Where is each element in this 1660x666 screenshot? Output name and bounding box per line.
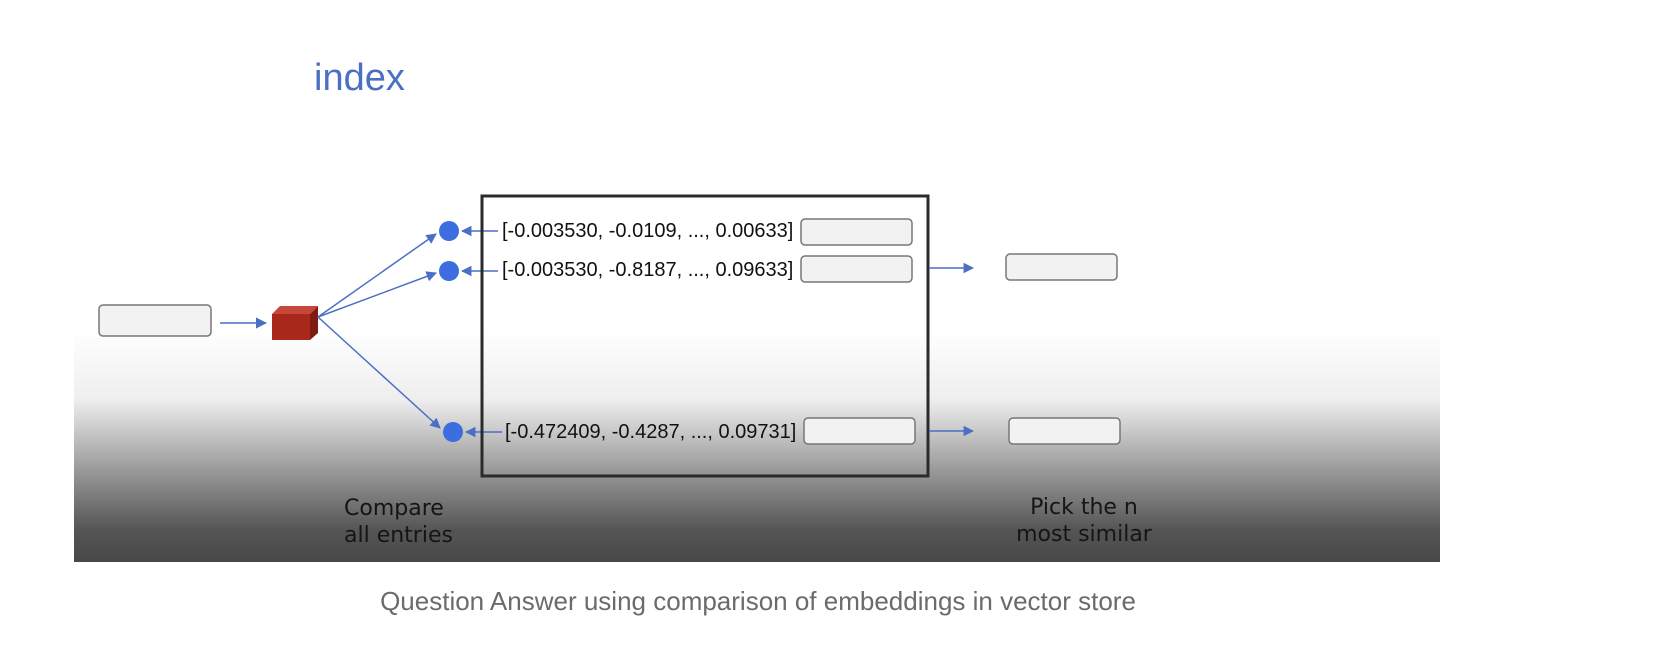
model-to-node-1-arrow [317,233,437,318]
model-to-node-3-arrow [317,316,441,429]
diagram-svg: index [-0.003530, -0.0109, ..., 0.00633]… [98,57,1153,548]
comparison-node-2 [439,261,459,281]
compare-label-line-2: all entries [344,523,453,548]
figure-caption: Question Answer using comparison of embe… [380,586,1136,616]
pick-label-line-2: most similar [1016,522,1153,547]
comparison-node-3 [443,422,463,442]
query-input-box [98,304,212,337]
model-to-node-2-arrow [317,271,437,318]
document-box-2 [800,255,913,283]
diagram-figure: index [-0.003530, -0.0109, ..., 0.00633]… [74,0,1440,562]
pick-label-line-1: Pick the n [1030,495,1138,520]
vector-store-box [480,194,930,478]
vector-2-text: [-0.003530, -0.8187, ..., 0.09633] [502,259,793,281]
result-box-1 [1005,253,1118,281]
diagram-title: index [314,57,405,99]
result-box-2 [1008,417,1121,445]
document-box-3 [803,417,916,445]
comparison-node-1 [439,221,459,241]
compare-label-line-1: Compare [344,496,444,521]
vector-3-text: [-0.472409, -0.4287, ..., 0.09731] [505,421,796,443]
vector-1-text: [-0.003530, -0.0109, ..., 0.00633] [502,220,793,242]
embedding-model-cube [272,306,318,340]
document-box-1 [800,218,913,246]
